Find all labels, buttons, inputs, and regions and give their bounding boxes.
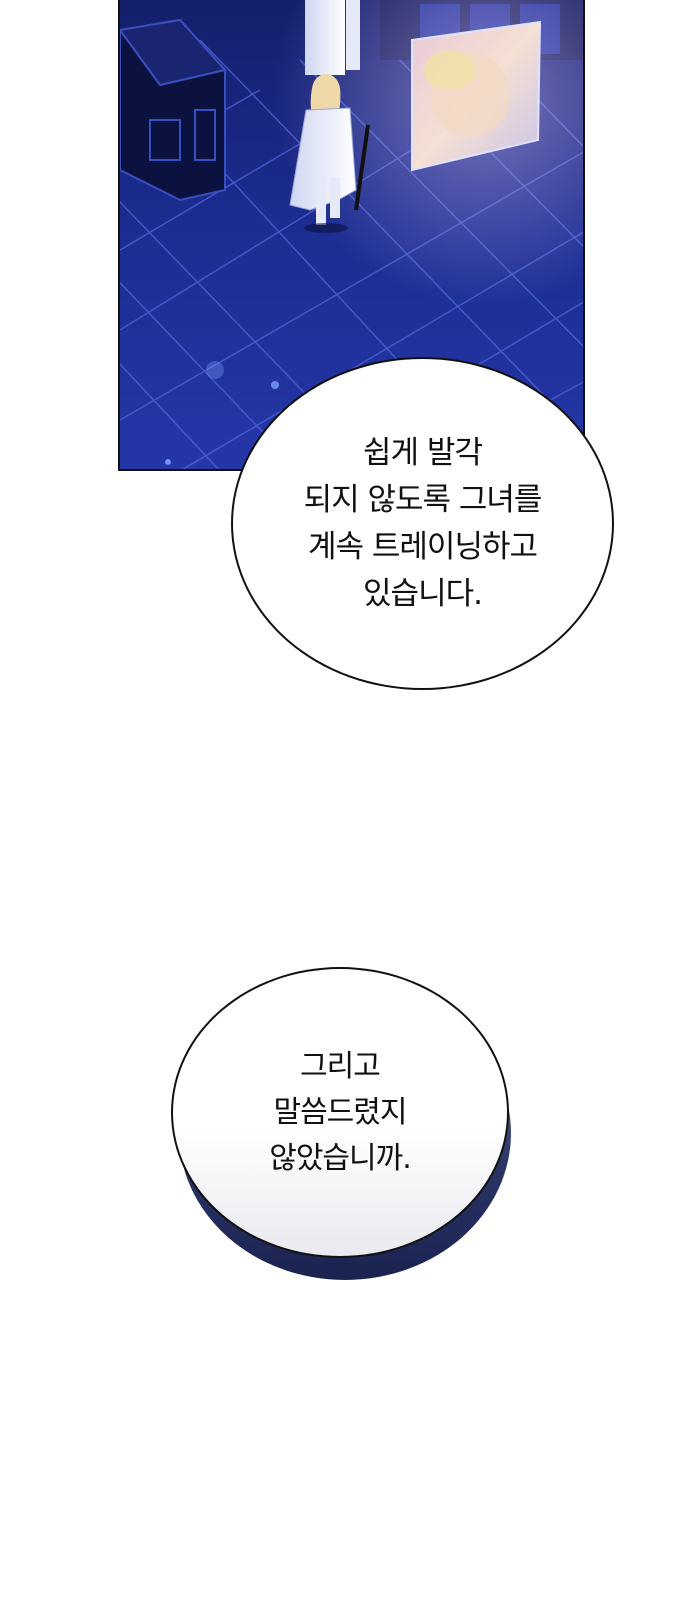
light-specks <box>165 361 279 465</box>
figure-top <box>305 0 360 75</box>
illustration-panel <box>118 0 585 471</box>
speech-bubble-2-text: 그리고 말씀드렸지 않았습니까. <box>269 1048 412 1176</box>
console-desk <box>120 18 227 202</box>
speech-bubble-1-text: 쉽게 발각 되지 않도록 그녀를 계속 트레이닝하고 있습니다. <box>303 434 543 612</box>
figure-main <box>289 74 370 233</box>
speech-bubble-2: 그리고 말씀드렸지 않았습니까. <box>171 967 509 1258</box>
speech-bubble-1: 쉽게 발각 되지 않도록 그녀를 계속 트레이닝하고 있습니다. <box>231 357 614 690</box>
holo-screen <box>411 20 542 172</box>
